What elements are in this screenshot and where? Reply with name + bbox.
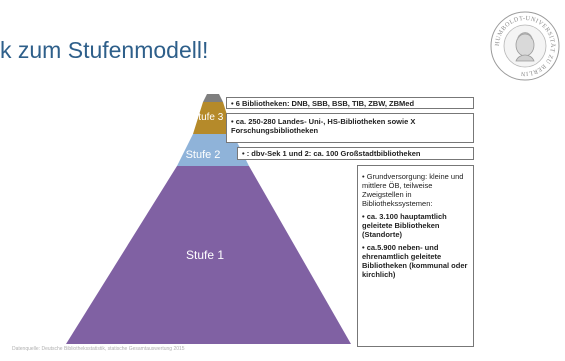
stufe-1-segment — [66, 166, 351, 344]
national-libraries-text: • 6 Bibliotheken: DNB, SBB, BSB, TIB, ZB… — [231, 99, 415, 108]
academic-libraries-box: • ca. 250-280 Landes- Uni-, HS-Bibliothe… — [226, 113, 474, 143]
university-seal-logo: HUMBOLDT-UNIVERSITÄT ZU BERLIN — [490, 11, 560, 81]
full-time-libraries-text: • ca. 3.100 hauptamtlich geleitete Bibli… — [362, 212, 447, 239]
pyramid-tip — [203, 94, 223, 102]
national-libraries-box: • 6 Bibliotheken: DNB, SBB, BSB, TIB, ZB… — [226, 97, 474, 109]
source-note: Datenquelle: Deutsche Bibliotheksstatist… — [12, 346, 185, 352]
stufe-3-segment — [193, 102, 233, 134]
slide-title: k zum Stufenmodell! — [0, 37, 209, 63]
city-libraries-box: • : dbv-Sek 1 und 2: ca. 100 Großstadtbi… — [237, 147, 474, 160]
stufe-2-label: Stufe 2 — [185, 149, 221, 161]
basic-supply-text: • Grundversorgung: kleine und mittlere Ö… — [362, 172, 464, 208]
stufe-1-label: Stufe 1 — [185, 248, 225, 262]
basic-supply-box: • Grundversorgung: kleine und mittlere Ö… — [357, 165, 474, 347]
stufe-3-label: Stufe 3 — [191, 112, 224, 123]
academic-libraries-text: • ca. 250-280 Landes- Uni-, HS-Bibliothe… — [231, 117, 416, 135]
city-libraries-text: • : dbv-Sek 1 und 2: ca. 100 Großstadtbi… — [242, 149, 421, 158]
volunteer-libraries-text: • ca.5.900 neben- und ehrenamtlich gelei… — [362, 243, 468, 279]
